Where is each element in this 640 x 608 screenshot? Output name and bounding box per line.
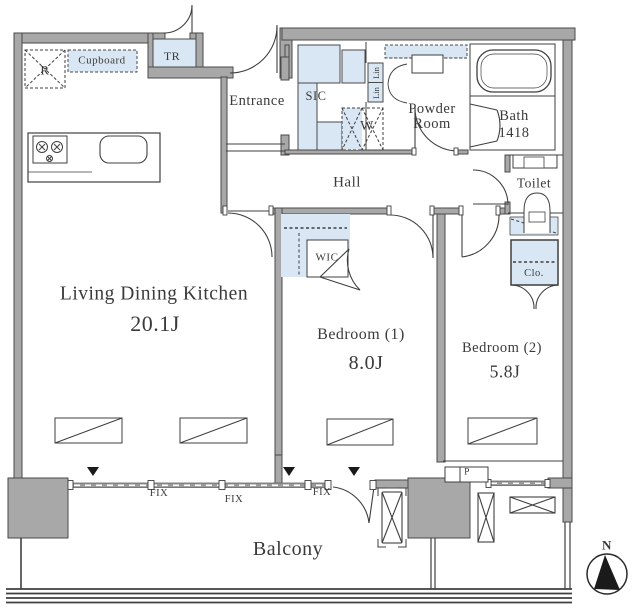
balcony-door-icon xyxy=(332,486,375,524)
wic-inner-box xyxy=(306,239,349,278)
powder-sink-icon xyxy=(411,54,444,74)
fixture-label-trunk-room: TR xyxy=(163,49,181,63)
cupboard-box xyxy=(67,49,138,73)
room-label-ldk: Living Dining Kitchen xyxy=(59,283,249,305)
bedroom2-door-icon xyxy=(461,214,500,258)
outdoor-unit-3 xyxy=(509,496,556,514)
room-label-powder-1: Powder xyxy=(408,100,456,117)
outdoor-unit-1 xyxy=(377,487,407,548)
door-jambs xyxy=(222,147,501,216)
fixture-label-wic: WIC xyxy=(315,251,339,264)
windows-layer xyxy=(67,147,551,490)
bedroom1-door-icon xyxy=(389,214,434,259)
equipment-rects xyxy=(54,417,538,446)
linen-lower-box xyxy=(367,82,384,103)
room-label-entrance: Entrance xyxy=(229,92,285,109)
ldk-door-icon xyxy=(227,210,273,258)
fixture-label-cupboard: Cupboard xyxy=(78,54,126,67)
balcony-railing xyxy=(6,588,572,604)
fixture-label-sic: SIC xyxy=(305,88,327,103)
compass-icon xyxy=(586,553,628,595)
bathtub-icon xyxy=(476,49,552,93)
kitchen-sink-icon xyxy=(99,135,148,164)
shoe-closet-shelves xyxy=(297,44,366,151)
wic-door-icon xyxy=(319,248,361,291)
window-mullions xyxy=(67,479,551,490)
window-label-fix-2: FIX xyxy=(224,493,244,505)
toilet-icon xyxy=(512,154,558,233)
size-label-bath: 1418 xyxy=(498,124,530,141)
closet-doors-icon xyxy=(511,284,559,310)
size-label-bedroom1: 8.0J xyxy=(348,352,384,374)
entrance-door-icon xyxy=(229,25,278,74)
toilet-door-icon xyxy=(472,169,509,206)
room-label-balcony: Balcony xyxy=(252,538,324,560)
pipe-space-box xyxy=(444,466,489,483)
room-label-bedroom1: Bedroom (1) xyxy=(317,326,405,343)
bath-folding-door-icon xyxy=(469,103,501,148)
room-label-bedroom2: Bedroom (2) xyxy=(462,339,542,356)
fixture-label-linen-lower: Lin xyxy=(370,86,381,99)
doors-layer xyxy=(162,4,559,524)
kitchen-stove-icon xyxy=(32,135,68,164)
room-label-bath: Bath xyxy=(499,107,529,124)
window-label-fix-1: FIX xyxy=(149,487,169,499)
room-label-powder-2: Room xyxy=(413,115,451,132)
walls-layer xyxy=(7,27,576,539)
window-marker-icons xyxy=(87,467,360,476)
fixture-label-refrigerator: R xyxy=(40,62,50,78)
room-label-hall: Hall xyxy=(333,174,361,191)
fixture-label-pipe-space: P xyxy=(464,467,470,478)
fixture-label-washer: W xyxy=(360,119,374,134)
size-label-bedroom2: 5.8J xyxy=(489,361,521,382)
balcony-layer xyxy=(6,466,572,604)
powder-room-door-icon xyxy=(414,107,459,152)
size-label-ldk: 20.1J xyxy=(130,311,180,336)
fixture-label-linen-upper: Lin xyxy=(370,66,381,79)
linen-doors-icon xyxy=(387,63,408,104)
fixture-label-closet: Clo. xyxy=(524,267,544,279)
trunk-room-box xyxy=(152,38,197,68)
window-label-fix-3: FIX xyxy=(312,486,332,498)
north-label: N xyxy=(602,537,612,553)
trunk-room-door-icon xyxy=(162,4,193,34)
outdoor-unit-2 xyxy=(477,492,495,543)
room-label-toilet: Toilet xyxy=(516,175,552,191)
